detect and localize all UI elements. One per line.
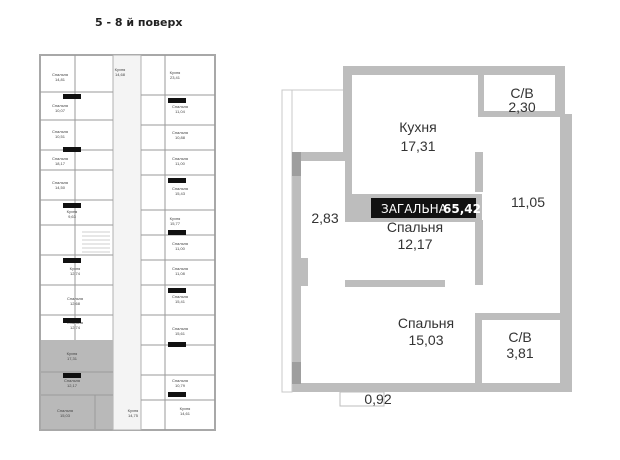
kp-bedroom-label: Спальня: [64, 378, 80, 383]
kp-bedroom-label: Спальня: [172, 156, 188, 161]
terrace-area: 0,92: [364, 391, 391, 407]
kp-area: 14,75: [128, 413, 139, 418]
kp-bedroom-label: Спальня: [52, 72, 68, 77]
kp-bedroom-label: Спальня: [172, 186, 188, 191]
corridor-area: 11,05: [511, 194, 545, 210]
kp-area: 11,00: [175, 161, 185, 166]
kp-bedroom-label: Спальня: [172, 326, 188, 331]
kp-kitchen-label: Кухня: [180, 406, 191, 411]
bedroom2-area: 15,03: [408, 332, 443, 348]
kp-area: 23,41: [170, 75, 181, 80]
kp-kitchen-label: Кухня: [70, 266, 81, 271]
kp-area: 10,07: [55, 108, 66, 113]
kp-area: 12,74: [70, 271, 81, 276]
total-area-badge: [371, 198, 476, 218]
bath-top-label: С/В: [510, 85, 533, 101]
total-label: ЗАГАЛЬНА: [381, 202, 448, 216]
bath-top-area: 2,30: [508, 99, 535, 115]
kp-bedroom-label: Спальня: [172, 294, 188, 299]
kp-kitchen-label: Кухня: [170, 216, 181, 221]
kp-area: 14,68: [115, 72, 126, 77]
kp-kitchen-label: Кухня: [115, 67, 126, 72]
kp-bedroom-label: Спальня: [172, 104, 188, 109]
kp-bedroom-label: Спальня: [172, 378, 188, 383]
kp-kitchen-label: Кухня: [67, 209, 78, 214]
apartment-plan: Кухня 17,31 С/В 2,30 11,05 2,83 ЗАГАЛЬНА…: [281, 66, 572, 407]
kp-area: 17,31: [67, 356, 78, 361]
total-area: 65,42: [443, 202, 481, 216]
kp-area: 11,04: [175, 109, 185, 114]
kp-kitchen-label: Кухня: [67, 351, 78, 356]
kp-bedroom-label: Спальня: [67, 296, 83, 301]
kp-bedroom-label: Спальня: [52, 103, 68, 108]
kp-area: 15,03: [60, 413, 71, 418]
balcony-area: 2,83: [311, 210, 338, 226]
kp-area: 18,17: [55, 161, 66, 166]
kp-kitchen-label: Кухня: [170, 70, 181, 75]
bedroom1-area: 12,17: [397, 236, 432, 252]
highlighted-apartment: [41, 340, 113, 429]
kp-area: 10,51: [55, 134, 66, 139]
kitchen-label: Кухня: [399, 119, 436, 135]
kp-area: 15,61: [175, 331, 186, 336]
kp-area: 14,50: [55, 185, 66, 190]
kp-area: 10,79: [175, 383, 186, 388]
kp-bedroom-label: Спальня: [52, 180, 68, 185]
floor-title: 5 - 8 й поверх: [95, 16, 183, 29]
kp-area: 10,88: [175, 135, 186, 140]
kp-bedroom-label: Спальня: [52, 156, 68, 161]
kp-bedroom-label: Спальня: [172, 266, 188, 271]
bath-bottom-area: 3,81: [506, 345, 533, 361]
kp-area: 12,74: [70, 325, 81, 330]
kp-area: 12,17: [67, 383, 78, 388]
key-plan: Спальня 14,81 Кухня 14,68 Кухня 23,41 Сп…: [39, 54, 216, 431]
kp-area: 14,61: [180, 411, 191, 416]
kp-area: 15,77: [170, 221, 181, 226]
bedroom2-label: Спальня: [398, 315, 454, 331]
kp-area: 15,41: [175, 299, 186, 304]
kp-bedroom-label: Спальня: [172, 130, 188, 135]
kp-bedroom-label: Спальня: [172, 241, 188, 246]
bath-bottom-label: С/В: [508, 329, 531, 345]
kp-bedroom-label: Спальня: [52, 129, 68, 134]
kp-area: 11,08: [175, 271, 185, 276]
bedroom1-label: Спальня: [387, 219, 443, 235]
kp-area: 14,81: [55, 77, 66, 82]
kp-area: 11,00: [175, 246, 185, 251]
kp-kitchen-label: Кухня: [128, 408, 139, 413]
kp-area: 15,43: [175, 191, 186, 196]
kp-bedroom-label: Спальня: [57, 408, 73, 413]
kp-area: 9,63: [68, 214, 77, 219]
kp-area: 12,68: [70, 301, 81, 306]
kitchen-area: 17,31: [400, 138, 435, 154]
